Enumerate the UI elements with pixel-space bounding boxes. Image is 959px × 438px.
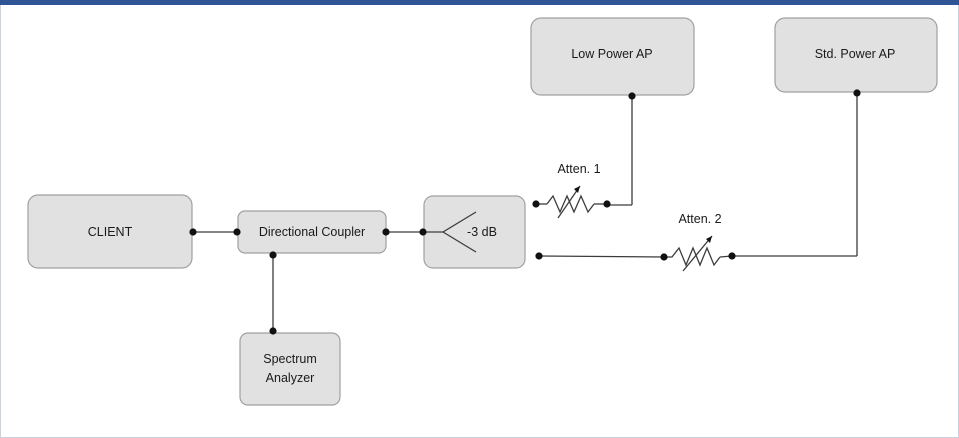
atten2-variable-arrow <box>682 235 713 272</box>
connection-dot <box>853 89 861 97</box>
splitter-label: -3 dB <box>467 225 497 239</box>
connection-dot <box>269 327 277 335</box>
connection-dot <box>269 251 277 259</box>
connection-dot <box>419 228 427 236</box>
atten2-label: Atten. 2 <box>678 212 721 226</box>
atten1-resistor <box>546 194 595 214</box>
spectrum-analyzer-label-line1: Spectrum <box>263 352 317 366</box>
client-block: CLIENT <box>27 194 193 269</box>
std-power-ap-block: Std. Power AP <box>774 17 938 93</box>
connection-dot <box>660 253 668 261</box>
connection-dot <box>603 200 611 208</box>
wire-splitter-to-atten2 <box>538 255 665 258</box>
atten1-label: Atten. 1 <box>557 162 600 176</box>
connection-dot <box>382 228 390 236</box>
directional-coupler-block: Directional Coupler <box>237 210 387 254</box>
connection-dot <box>532 200 540 208</box>
splitter-block: -3 dB <box>423 195 526 269</box>
connection-dot <box>628 92 636 100</box>
atten2-arrowhead <box>706 236 712 243</box>
connection-dot <box>728 252 736 260</box>
atten2-resistor <box>664 246 721 267</box>
connection-dot <box>535 252 543 260</box>
splitter-wedge-bottom <box>442 231 477 253</box>
connection-dot <box>189 228 197 236</box>
atten1-arrowhead <box>574 186 580 193</box>
std-power-ap-label: Std. Power AP <box>815 47 896 61</box>
directional-coupler-label: Directional Coupler <box>259 225 365 239</box>
top-accent-bar <box>0 0 959 5</box>
spectrum-analyzer-block: Spectrum Analyzer <box>239 332 341 406</box>
spectrum-analyzer-label-line2: Analyzer <box>266 371 315 385</box>
client-label: CLIENT <box>88 225 133 239</box>
low-power-ap-block: Low Power AP <box>530 17 695 96</box>
low-power-ap-label: Low Power AP <box>571 47 652 61</box>
connection-dot <box>233 228 241 236</box>
atten1-variable-arrow <box>557 185 581 219</box>
